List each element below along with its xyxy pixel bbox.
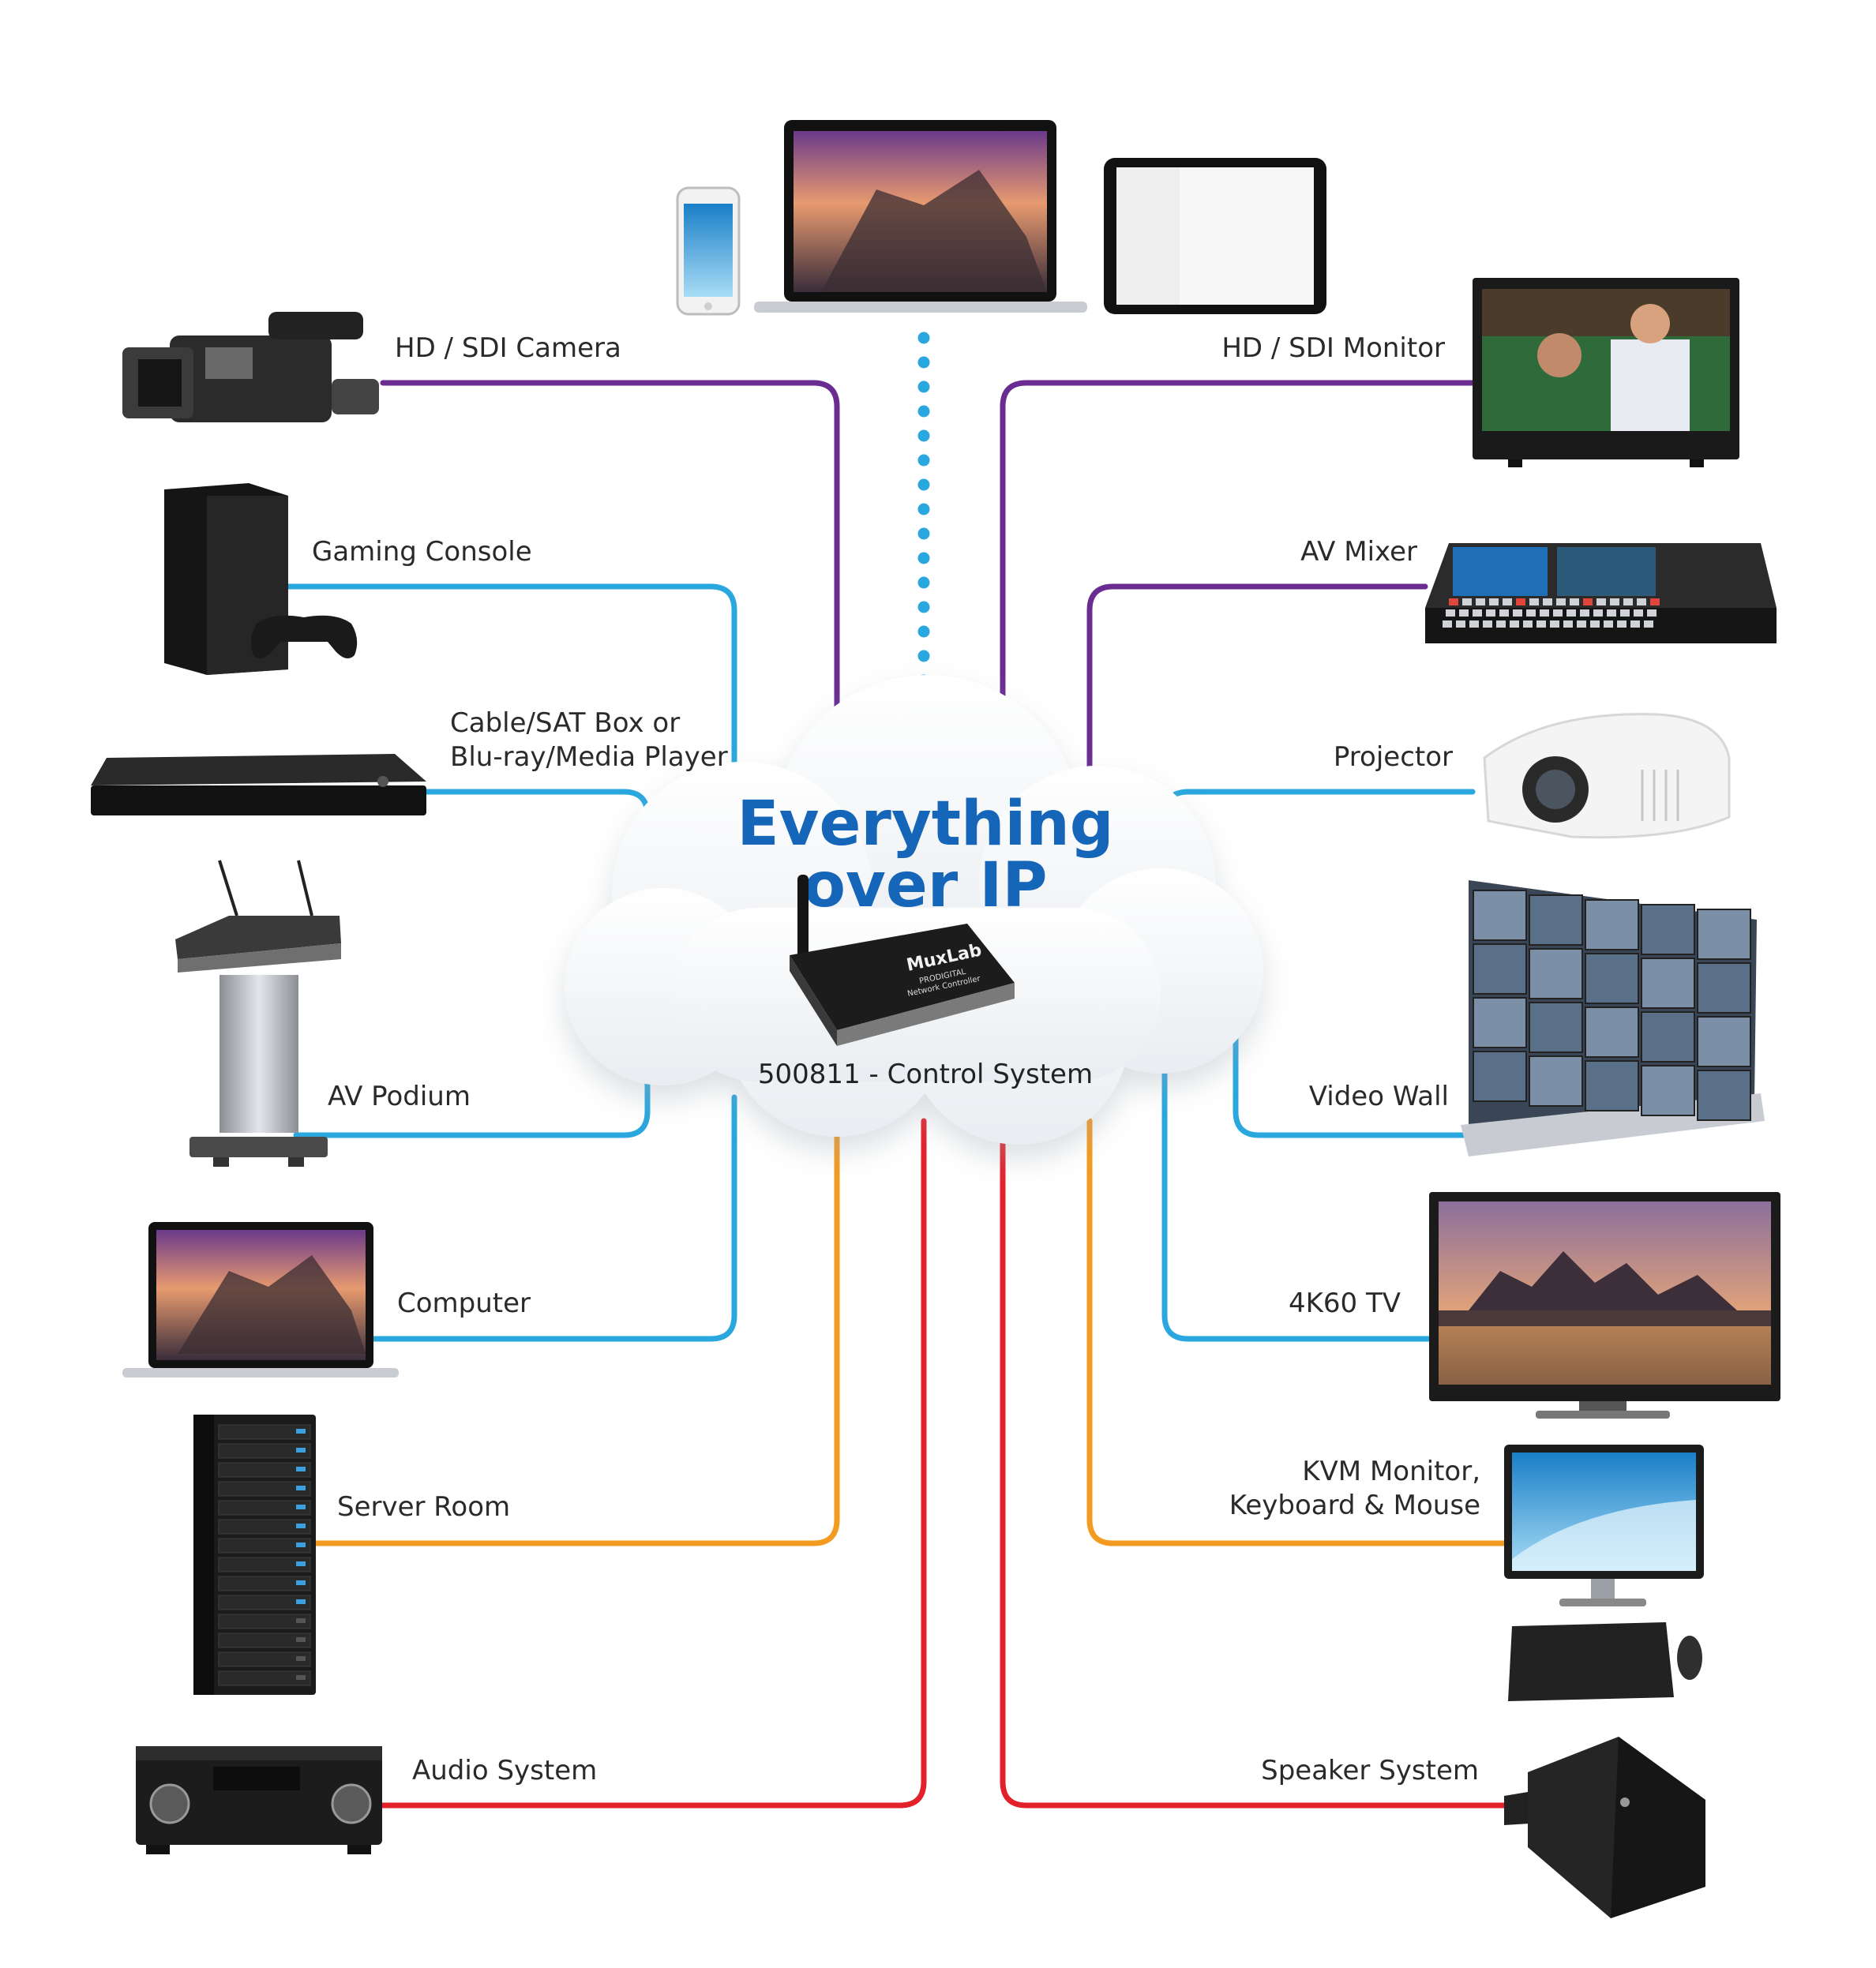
line-4k60-tv [1161,1047,1432,1342]
left-labels: HD / SDI Camera Gaming Console Cable/SAT… [312,332,728,1786]
line-audio-system [376,1118,927,1809]
server-rack-icon [193,1415,316,1695]
line-gaming-console [285,583,737,777]
line-computer [368,1094,737,1342]
line-kvm [1086,1118,1507,1546]
wireless-dot [917,405,930,418]
wireless-dot [917,429,930,442]
line-hd-sdi-camera [380,380,840,714]
wireless-dot [917,601,930,613]
smartphone-icon [676,186,741,316]
wireless-dot [917,650,930,662]
label-kvm-monitor: KVM Monitor, [1302,1456,1480,1487]
label-hd-sdi-camera: HD / SDI Camera [395,332,621,364]
label-hd-sdi-monitor: HD / SDI Monitor [1221,332,1445,364]
right-devices [1425,278,1780,1918]
monitor-icon [1473,278,1739,467]
label-bluray-media-player: Blu-ray/Media Player [450,741,728,773]
line-av-podium [293,1047,651,1138]
podium-icon [175,860,341,1167]
label-keyboard-mouse: Keyboard & Mouse [1229,1490,1480,1521]
wireless-dotted-link [917,332,930,687]
speaker-icon [1504,1737,1705,1918]
line-video-wall [1233,976,1468,1138]
av-receiver-icon [136,1746,382,1854]
line-av-mixer [1086,583,1428,777]
center-title-line1: Everything [737,789,1113,860]
label-projector: Projector [1334,741,1453,773]
label-gaming-console: Gaming Console [312,536,532,568]
wireless-dot [917,625,930,638]
label-video-wall: Video Wall [1309,1081,1449,1112]
line-hd-sdi-monitor [1000,380,1476,714]
right-labels: HD / SDI Monitor AV Mixer Projector Vide… [1221,332,1480,1786]
wireless-dot [917,454,930,467]
label-av-podium: AV Podium [328,1081,471,1112]
label-speaker-system: Speaker System [1261,1755,1479,1786]
wireless-dot [917,527,930,540]
label-cable-sat-box: Cable/SAT Box or [450,707,680,739]
connection-lines [285,380,1507,1809]
projector-icon [1483,713,1731,839]
wireless-dot [917,332,930,344]
label-av-mixer: AV Mixer [1300,536,1417,568]
label-server-room: Server Room [337,1491,510,1523]
tablet-icon [1104,158,1326,314]
wireless-dot [917,552,930,564]
line-speaker-system [1000,1118,1507,1809]
wireless-dot [917,380,930,393]
laptop-top-icon [754,120,1087,313]
top-devices [676,120,1326,316]
laptop-icon [122,1222,399,1378]
av-mixer-icon [1425,543,1777,643]
center-hub: Everything over IP MuxLab PRODIGITAL Net… [737,789,1113,1090]
tv-icon [1429,1192,1780,1419]
left-devices [91,312,426,1854]
wireless-dot [917,503,930,515]
line-server-room [309,1118,840,1546]
wireless-dot [917,576,930,589]
wireless-dot [917,478,930,491]
label-4k60-tv: 4K60 TV [1289,1288,1401,1319]
center-caption: 500811 - Control System [758,1059,1093,1090]
kvm-icon [1504,1445,1704,1701]
center-title-line2: over IP [803,850,1047,921]
video-camera-icon [122,312,379,422]
label-computer: Computer [397,1288,531,1319]
label-audio-system: Audio System [412,1755,597,1786]
set-top-box-icon [91,754,426,815]
game-console-icon [164,483,358,675]
network-controller-icon: MuxLab PRODIGITAL Network Controller [790,875,1015,1046]
wireless-dot [917,356,930,369]
video-wall-icon [1461,880,1765,1156]
